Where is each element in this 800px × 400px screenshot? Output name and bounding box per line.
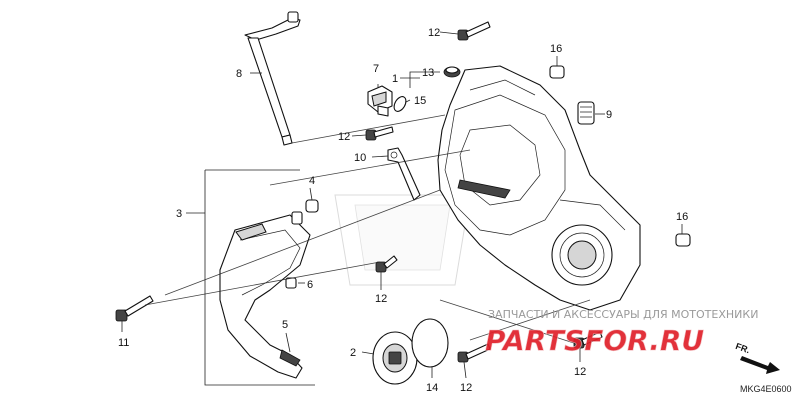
spring-part [577,101,595,125]
callout-12-center: 12 [375,293,387,305]
sensor-part [367,85,393,117]
callout-13: 13 [422,67,434,79]
callout-11: 11 [118,337,129,349]
bracket-part [387,147,421,201]
callout-12-right: 12 [574,366,586,378]
dowel-pin-lower [675,233,691,247]
shift-rod-part [244,11,301,146]
dowel-pin-upper [549,65,565,79]
o-ring-part [393,96,407,112]
plug-o-ring [411,318,449,368]
guard-assembly-frame [204,169,315,386]
callout-2: 2 [350,347,356,359]
callout-4: 4 [309,175,315,187]
callout-12-left: 12 [338,131,350,143]
leader-lines [121,31,683,379]
callout-16-top: 16 [550,43,562,55]
guard-part [219,214,311,379]
grommet-part [291,199,319,225]
long-bolt-part [115,295,154,322]
callout-16-right: 16 [676,211,688,223]
bolt-center [375,255,398,273]
plug-part [372,331,418,385]
collar-part [285,277,297,289]
bolt-top [457,21,491,41]
callout-12-top: 12 [428,27,440,39]
callout-6: 6 [307,279,313,291]
callout-15: 15 [414,95,426,107]
front-direction-arrow-icon: FR. [734,341,780,374]
cap-part [443,66,461,78]
callout-8: 8 [236,68,242,80]
bolt-right [573,331,603,349]
background-brand-mark [334,194,471,286]
watermark-logo: PARTSFOR.RU [485,324,704,357]
callout-3: 3 [176,208,182,220]
callout-labels: 1 2 3 4 5 6 7 8 9 10 11 12 12 12 12 12 1… [118,27,688,394]
crankcase-cover-part [437,65,641,311]
callout-10: 10 [354,152,366,164]
callout-9: 9 [606,109,612,121]
bolt-bottom [457,343,491,363]
watermark: ЗАПЧАСТИ И АКСЕССУАРЫ ДЛЯ МОТОТЕХНИКИ PA… [485,308,759,357]
callout-1: 1 [392,73,398,85]
callout-5: 5 [282,319,288,331]
direction-label: FR. [734,341,751,355]
callout-7: 7 [373,63,379,75]
watermark-tagline: ЗАПЧАСТИ И АКСЕССУАРЫ ДЛЯ МОТОТЕХНИКИ [488,308,758,321]
diagram-code: MKG4E0600 [740,384,792,394]
callout-14: 14 [426,382,438,394]
callout-12-bottom: 12 [460,382,472,394]
